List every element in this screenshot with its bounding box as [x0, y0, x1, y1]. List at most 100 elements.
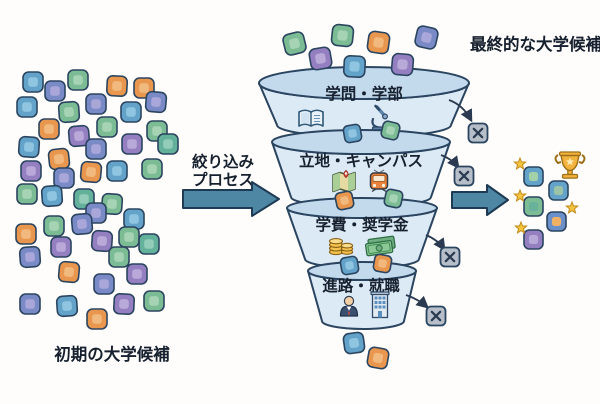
- final-cluster: [523, 166, 569, 250]
- candidate-square: [47, 147, 71, 171]
- candidate-square: [90, 229, 114, 253]
- book-icon: [298, 109, 324, 127]
- candidate-square: [144, 90, 168, 114]
- falling-squares: [282, 23, 439, 79]
- candidate-square: [546, 211, 567, 232]
- candidate-square: [342, 54, 367, 79]
- candidate-square: [366, 346, 390, 370]
- candidate-square: [50, 236, 72, 258]
- candidate-square: [16, 96, 38, 118]
- candidate-square: [123, 208, 145, 230]
- candidate-square: [57, 100, 81, 124]
- candidate-square: [282, 31, 307, 56]
- between-stage-squares: [334, 120, 404, 276]
- rejected-x-mark: [467, 122, 489, 144]
- candidate-square: [17, 135, 41, 159]
- star-icon: [513, 156, 527, 171]
- candidate-square: [120, 101, 142, 123]
- funnel-stage-4: 進路・就職: [307, 261, 417, 330]
- candidate-square: [112, 292, 136, 316]
- rejected-x-mark: [439, 246, 461, 268]
- candidate-square: [43, 215, 65, 237]
- process-label-line1: 絞り込み: [192, 152, 255, 171]
- candidate-square: [380, 120, 401, 141]
- candidate-square: [523, 229, 544, 250]
- stage-1-label: 学問・学部: [325, 84, 403, 103]
- candidate-square: [308, 46, 333, 71]
- trophy-icon: [554, 151, 586, 179]
- candidate-square: [85, 138, 107, 160]
- star-icon: [513, 188, 527, 203]
- candidate-square: [79, 160, 103, 184]
- candidate-square: [339, 255, 360, 276]
- candidate-square: [100, 192, 124, 216]
- final-stars: [513, 156, 579, 235]
- candidate-square: [93, 273, 115, 295]
- candidate-square: [138, 233, 160, 255]
- candidate-square: [342, 123, 363, 144]
- candidate-square: [85, 93, 107, 115]
- exit-arrow: [448, 99, 473, 123]
- exit-arrow: [405, 294, 430, 309]
- candidate-square: [20, 160, 42, 182]
- star-icon: [514, 220, 528, 235]
- candidate-square: [366, 30, 391, 55]
- rejected-x-mark: [453, 165, 475, 187]
- candidate-square: [44, 80, 66, 102]
- candidate-square: [390, 52, 415, 77]
- candidate-square: [18, 245, 42, 269]
- initial-candidates-label: 初期の大学候補: [54, 344, 170, 364]
- candidate-square: [22, 71, 44, 93]
- funnel-stage-2: 立地・キャンパス: [271, 129, 451, 208]
- train-icon: [369, 169, 389, 193]
- candidate-square: [330, 23, 355, 48]
- candidate-square: [414, 25, 439, 50]
- candidate-square: [342, 331, 366, 355]
- candidate-square: [126, 263, 148, 285]
- candidate-square: [40, 184, 64, 208]
- candidate-square: [19, 293, 41, 315]
- star-icon: [565, 200, 579, 215]
- candidate-square: [548, 180, 569, 201]
- funnel-stage-3: 学費・奨学金: [286, 197, 438, 269]
- initial-cluster: [15, 69, 179, 330]
- candidate-square: [38, 118, 60, 140]
- candidate-square: [523, 166, 544, 187]
- result-arrow: [451, 184, 509, 216]
- narrowing-process: 絞り込み プロセス: [182, 152, 280, 217]
- funnel: 学問・学部 立地・キャンパス: [258, 66, 470, 330]
- candidate-square: [118, 226, 140, 248]
- candidate-square: [157, 133, 179, 155]
- candidate-square: [57, 260, 81, 284]
- candidate-square: [67, 124, 91, 148]
- candidate-square: [86, 308, 108, 330]
- map-icon: [332, 169, 356, 193]
- candidate-square: [523, 196, 544, 217]
- stage-2-label: 立地・キャンパス: [299, 151, 423, 170]
- funnel-stage-1: 学問・学部: [258, 66, 470, 138]
- narrowing-arrow: [182, 181, 280, 217]
- candidate-square: [108, 246, 130, 268]
- banknote-icon: [364, 235, 396, 257]
- coins-icon: [328, 238, 354, 256]
- below-funnel-squares: [342, 331, 390, 370]
- stage-3-label: 学費・奨学金: [315, 215, 409, 234]
- process-label-line2: プロセス: [192, 170, 254, 189]
- stage-3-rim: [286, 197, 438, 219]
- rejected-x-marks: [425, 122, 489, 327]
- candidate-square: [141, 158, 163, 180]
- person-icon: [339, 295, 359, 317]
- candidate-square: [143, 290, 165, 312]
- exit-arrow: [440, 154, 460, 170]
- final-candidates-label: 最終的な大学候補: [470, 34, 600, 54]
- candidate-square: [372, 253, 393, 274]
- candidate-square: [53, 167, 75, 189]
- candidate-square: [15, 223, 37, 245]
- candidate-square: [105, 74, 129, 98]
- building-icon: [370, 291, 390, 319]
- candidate-square: [55, 294, 79, 318]
- candidate-square: [16, 183, 38, 205]
- candidate-square: [383, 188, 404, 209]
- stage-4-label: 進路・就職: [322, 276, 400, 295]
